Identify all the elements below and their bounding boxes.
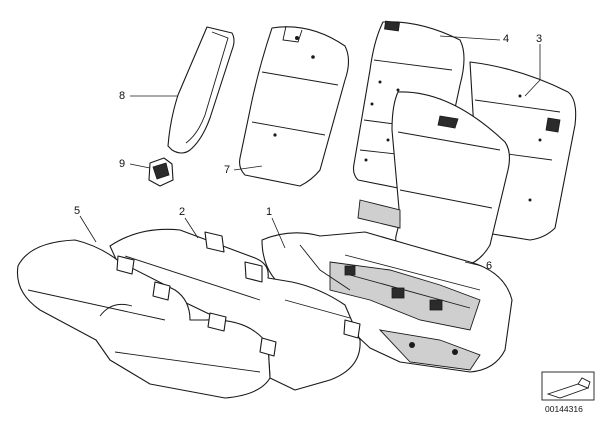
backrest-cover-part [239, 25, 350, 187]
callout-9: 9 [119, 158, 125, 170]
leader-4 [439, 35, 501, 41]
leader-6 [464, 261, 483, 267]
callout-1: 1 [266, 206, 272, 218]
seat-cushion-right-part [109, 228, 361, 391]
leader-5 [79, 215, 97, 243]
backrest-cover-narrow-part [357, 91, 511, 267]
document-number: 00144316 [545, 404, 583, 414]
leader-7 [233, 165, 263, 171]
seat-frame-part [261, 231, 513, 373]
seat-bracket-part [148, 157, 174, 187]
leader-9 [129, 163, 151, 169]
callout-2: 2 [179, 206, 185, 218]
callout-6: 6 [486, 260, 492, 272]
callout-8: 8 [119, 90, 125, 102]
leader-lines [79, 35, 541, 267]
callout-4: 4 [503, 33, 509, 45]
callout-3: 3 [536, 33, 542, 45]
seat-cushion-left-part [16, 239, 277, 399]
callout-5: 5 [74, 205, 80, 217]
leader-3 [524, 44, 541, 97]
callout-labels: 1 2 3 4 5 6 7 8 9 [74, 33, 542, 272]
leader-2 [184, 217, 199, 239]
callout-7: 7 [224, 164, 230, 176]
reference-box: 00144316 [541, 371, 595, 414]
leader-1 [271, 217, 286, 249]
side-bolster-part [167, 26, 235, 154]
